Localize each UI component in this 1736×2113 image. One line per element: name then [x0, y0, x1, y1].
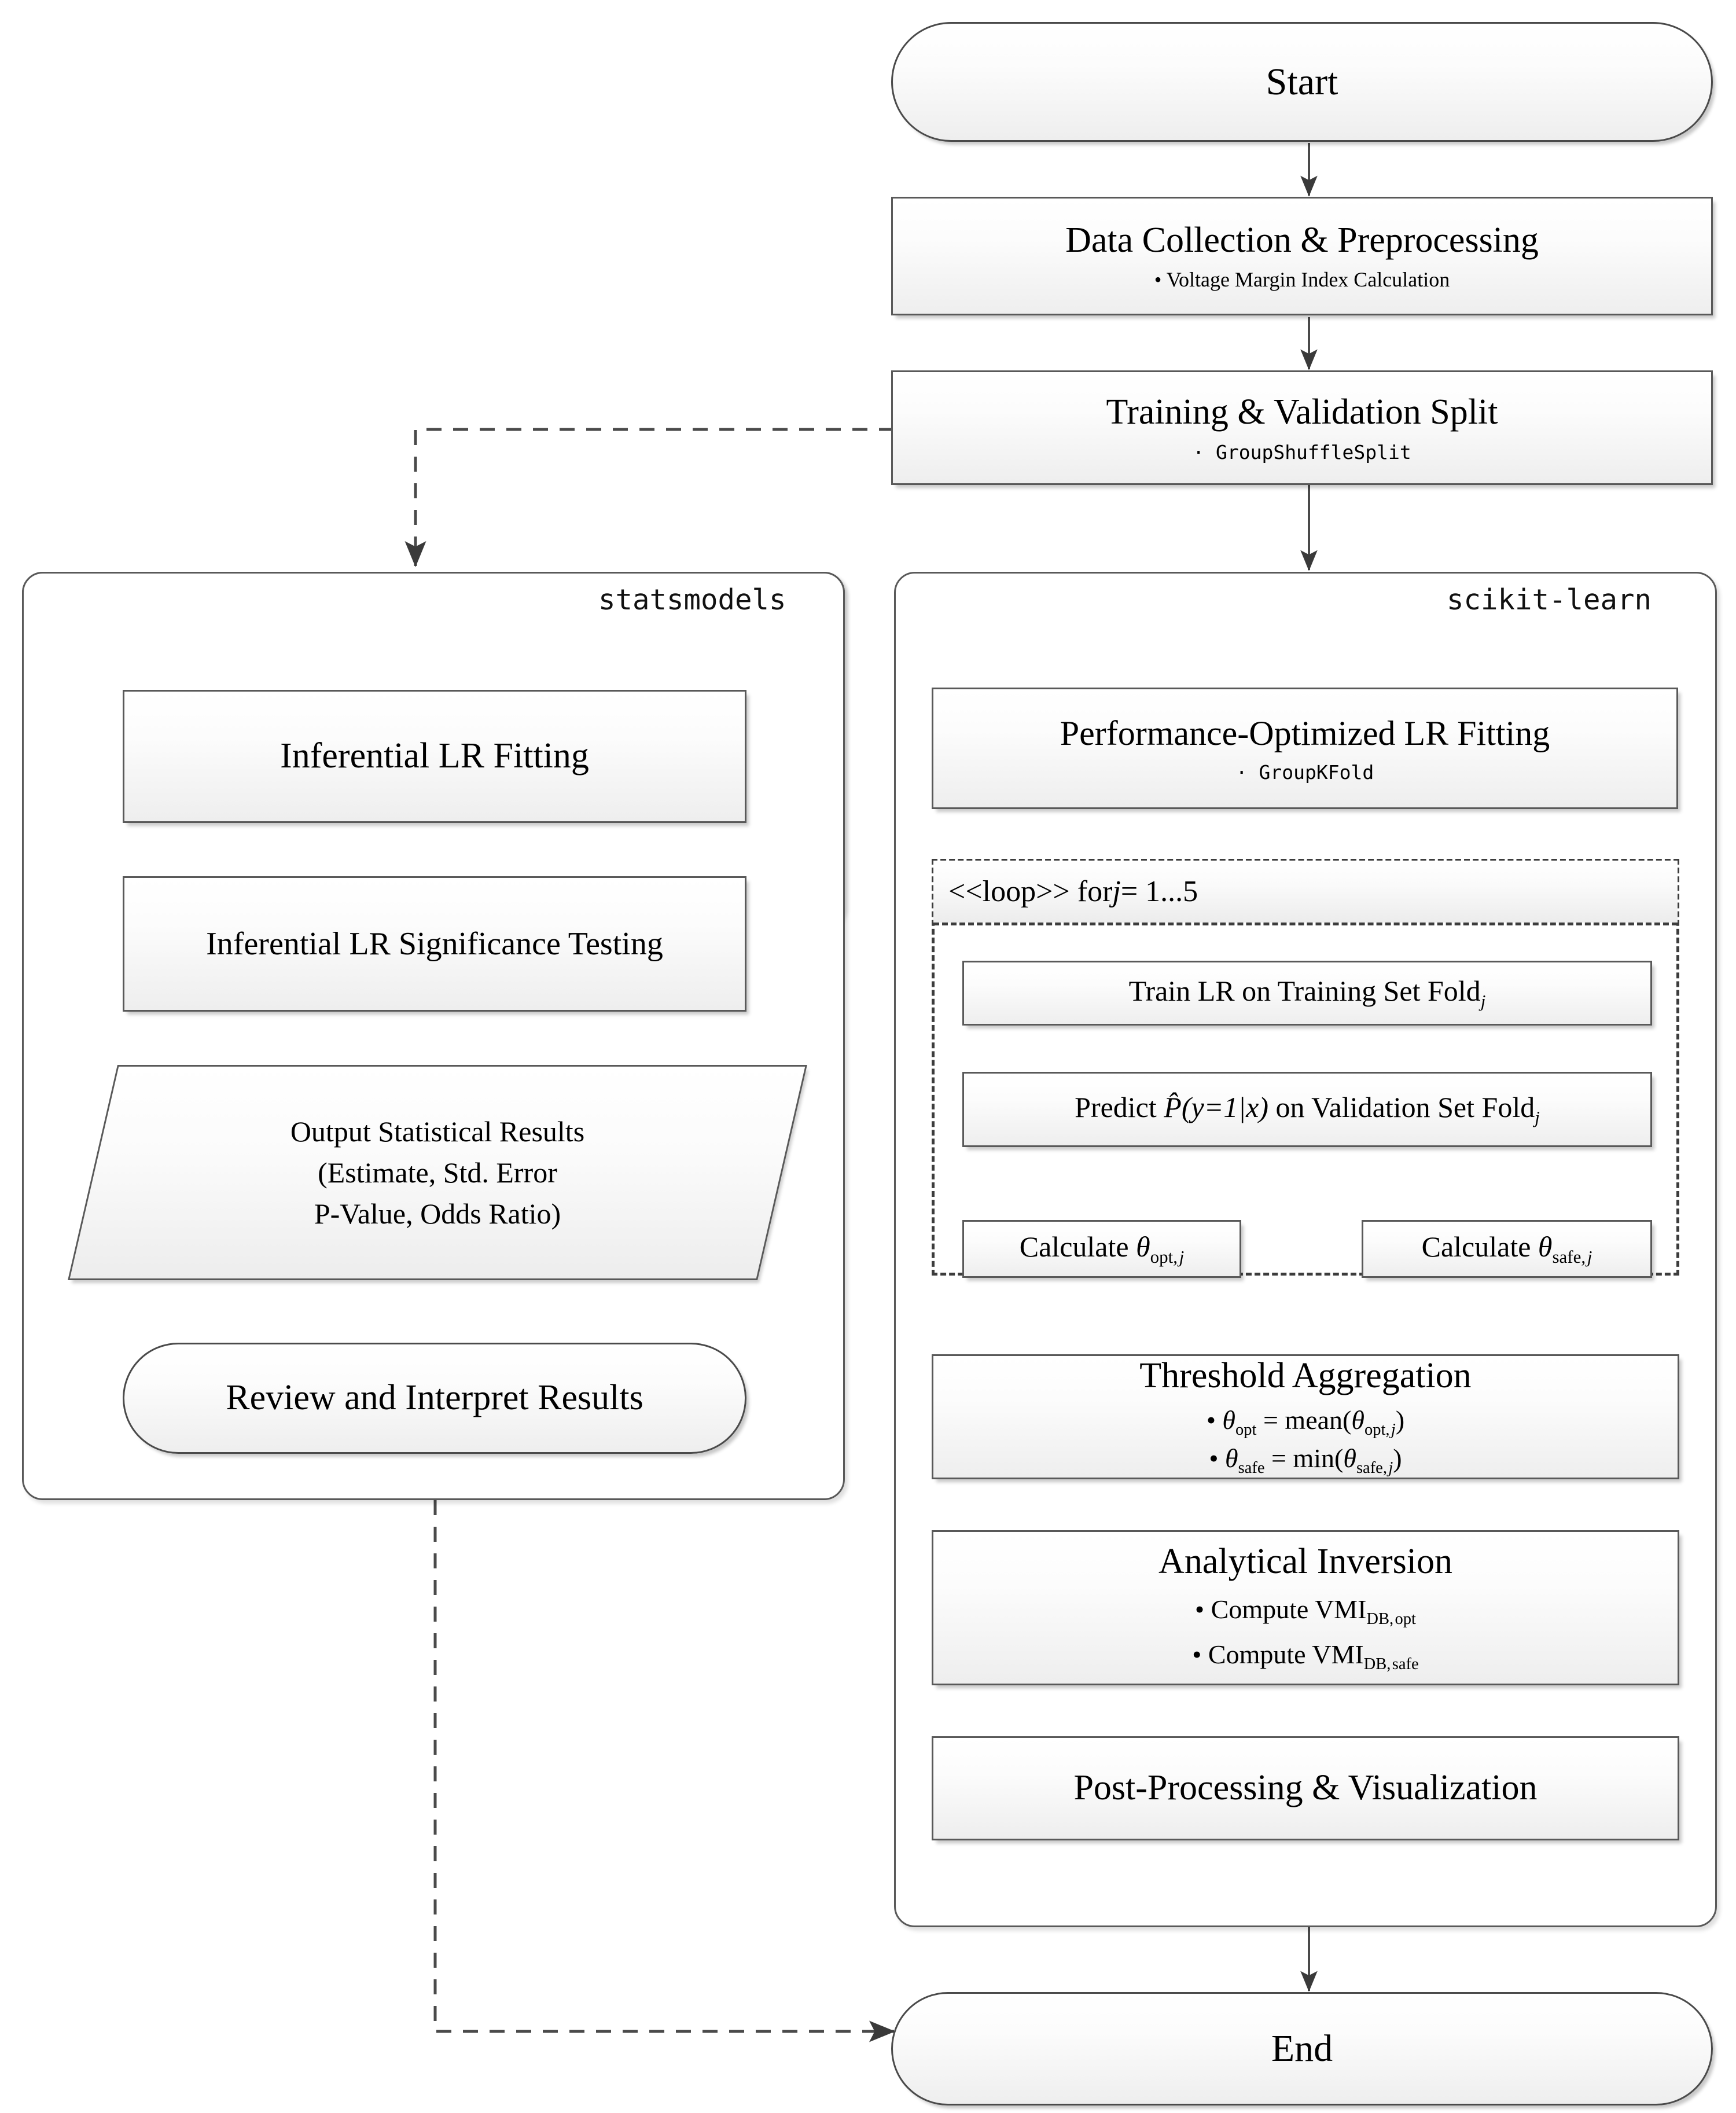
loop-header-var: j	[1112, 875, 1121, 908]
node-threshold-aggregation-title: Threshold Aggregation	[1139, 1356, 1472, 1396]
node-data-collection[interactable]: Data Collection & Preprocessing • Voltag…	[891, 197, 1713, 315]
node-inferential-lr-fitting-title: Inferential LR Fitting	[280, 736, 589, 776]
predict-pre: Predict	[1075, 1091, 1164, 1124]
node-performance-optimized-lr-title: Performance-Optimized LR Fitting	[1060, 714, 1550, 752]
calcopt-pre: Calculate	[1019, 1230, 1137, 1263]
node-end[interactable]: End	[891, 1992, 1713, 2105]
node-predict-probability[interactable]: Predict P̂(y=1|x) on Validation Set Fold…	[962, 1072, 1652, 1147]
node-end-label: End	[1271, 2027, 1333, 2070]
node-performance-optimized-lr[interactable]: Performance-Optimized LR Fitting · Group…	[932, 688, 1678, 809]
node-significance-testing[interactable]: Inferential LR Significance Testing	[123, 876, 746, 1012]
predict-expr: (y=1|x)	[1181, 1091, 1268, 1124]
inversion-line-1: • Compute VMIDB, opt	[1195, 1594, 1416, 1628]
calcsafe-pre: Calculate	[1421, 1230, 1538, 1263]
threshold-line-1: • θopt = mean(θopt, j)	[1206, 1405, 1405, 1439]
node-train-val-split-title: Training & Validation Split	[1106, 392, 1498, 432]
loop-frame	[932, 859, 1679, 1276]
node-predict-probability-label: Predict P̂(y=1|x) on Validation Set Fold…	[1075, 1091, 1540, 1128]
node-data-collection-title: Data Collection & Preprocessing	[1065, 221, 1539, 260]
train-fold-pre: Train LR on Training Set Fold	[1128, 975, 1481, 1008]
node-calculate-theta-safe[interactable]: Calculate θsafe, j	[1362, 1220, 1652, 1278]
node-train-val-split[interactable]: Training & Validation Split · GroupShuff…	[891, 370, 1713, 485]
group-label-statsmodels: statsmodels	[598, 583, 786, 616]
output-line-2: (Estimate, Std. Error	[318, 1156, 557, 1189]
inversion-line-2: • Compute VMIDB, safe	[1192, 1639, 1419, 1673]
node-review-interpret-title: Review and Interpret Results	[226, 1378, 643, 1418]
node-analytical-inversion[interactable]: Analytical Inversion • Compute VMIDB, op…	[932, 1530, 1679, 1685]
node-significance-testing-title: Inferential LR Significance Testing	[206, 925, 663, 962]
node-start-label: Start	[1266, 60, 1338, 103]
loop-header-suffix: = 1...5	[1120, 875, 1198, 908]
node-review-interpret[interactable]: Review and Interpret Results	[123, 1343, 746, 1454]
node-threshold-aggregation[interactable]: Threshold Aggregation • θopt = mean(θopt…	[932, 1354, 1679, 1479]
calcopt-symbol: θ	[1136, 1230, 1150, 1263]
node-start[interactable]: Start	[891, 22, 1713, 142]
node-calculate-theta-opt[interactable]: Calculate θopt, j	[962, 1220, 1241, 1278]
node-calculate-theta-safe-label: Calculate θsafe, j	[1422, 1230, 1592, 1267]
node-post-processing-title: Post-Processing & Visualization	[1073, 1768, 1538, 1808]
predict-mid: on Validation Set Fold	[1268, 1091, 1535, 1124]
train-fold-subscript: j	[1480, 991, 1486, 1012]
predict-subscript: j	[1535, 1107, 1540, 1128]
threshold-line-2: • θsafe = min(θsafe, j)	[1209, 1443, 1402, 1477]
node-inferential-lr-fitting[interactable]: Inferential LR Fitting	[123, 690, 746, 823]
node-data-collection-sub: • Voltage Margin Index Calculation	[1154, 268, 1450, 292]
group-label-scikit-learn: scikit-learn	[1447, 583, 1652, 616]
node-calculate-theta-opt-label: Calculate θopt, j	[1020, 1230, 1184, 1267]
calcsafe-subscript: safe, j	[1552, 1247, 1592, 1267]
node-performance-optimized-lr-sub: · GroupKFold	[1235, 760, 1374, 784]
node-post-processing[interactable]: Post-Processing & Visualization	[932, 1736, 1679, 1840]
predict-phat: P̂	[1164, 1091, 1182, 1124]
edge-statsmodels-to-end	[433, 1500, 895, 2042]
node-train-lr-fold[interactable]: Train LR on Training Set Foldj	[962, 961, 1652, 1026]
loop-header-prefix: <<loop>> for	[948, 875, 1113, 908]
output-line-3: P-Value, Odds Ratio)	[314, 1197, 561, 1230]
node-output-statistical-results[interactable]: Output Statistical Results (Estimate, St…	[68, 1065, 807, 1280]
node-train-val-split-sub: · GroupShuffleSplit	[1193, 440, 1411, 464]
calcopt-subscript: opt, j	[1150, 1247, 1185, 1267]
loop-header: <<loop>> for j = 1...5	[933, 861, 1678, 925]
output-line-1: Output Statistical Results	[290, 1115, 585, 1148]
edge-split-to-statsmodels	[404, 428, 894, 567]
calcsafe-symbol: θ	[1538, 1230, 1553, 1263]
node-analytical-inversion-title: Analytical Inversion	[1158, 1542, 1452, 1582]
output-text-block: Output Statistical Results (Estimate, St…	[93, 1065, 782, 1280]
node-train-lr-fold-label: Train LR on Training Set Foldj	[1129, 975, 1486, 1012]
